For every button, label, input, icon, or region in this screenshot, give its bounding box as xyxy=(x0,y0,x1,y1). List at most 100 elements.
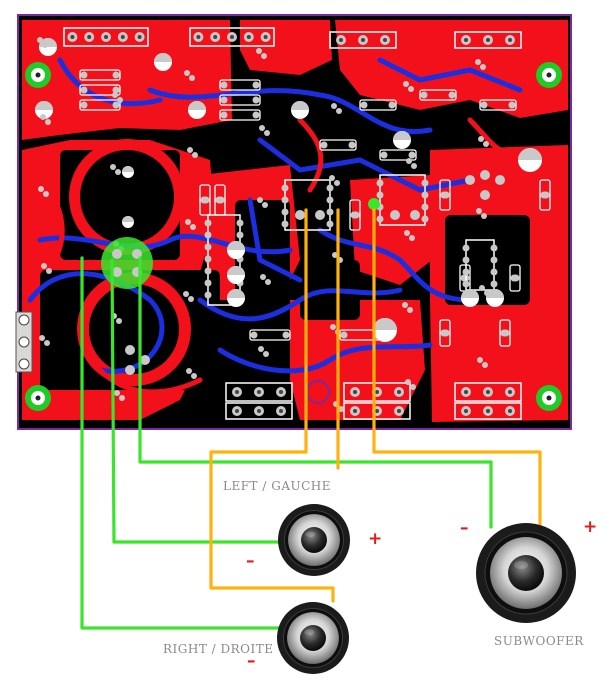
capacitor-shade xyxy=(227,241,245,250)
ic-pin xyxy=(462,268,470,276)
via xyxy=(40,114,46,120)
resistor-pad xyxy=(220,81,228,89)
ic-pin xyxy=(281,208,289,216)
bottom-trace xyxy=(197,287,403,322)
resistor xyxy=(509,264,521,292)
pad-hole xyxy=(70,35,75,39)
capacitor-shade xyxy=(393,131,411,140)
pad-hole xyxy=(196,35,201,39)
via xyxy=(334,180,340,186)
resistor xyxy=(219,79,261,91)
top-trace xyxy=(467,117,523,156)
via xyxy=(480,64,486,70)
resistor-pad xyxy=(220,111,228,119)
resistor xyxy=(539,179,551,211)
capacitor-shade xyxy=(291,101,309,110)
right-speaker-signal-wire xyxy=(209,208,335,603)
resistor-pad xyxy=(348,141,356,149)
speaker-highlight xyxy=(304,629,315,636)
capacitor-shade xyxy=(122,166,134,172)
driver-ic xyxy=(379,174,426,226)
power-terminal-block xyxy=(15,311,33,373)
via xyxy=(187,147,193,153)
speaker-highlight xyxy=(514,561,528,569)
via xyxy=(46,268,52,274)
via xyxy=(484,290,490,296)
resistor xyxy=(79,69,121,81)
transistor-pad xyxy=(125,345,135,355)
via xyxy=(184,70,190,76)
resistor-pad xyxy=(112,101,120,109)
ic-pin xyxy=(462,256,470,264)
ic-pin xyxy=(204,219,212,227)
pad-hole xyxy=(486,409,490,413)
ic-pin xyxy=(326,184,334,192)
pad-hole xyxy=(397,390,401,394)
via xyxy=(408,86,414,92)
resistor-pad xyxy=(80,71,88,79)
terminal-screw xyxy=(18,314,30,326)
bottom-trace xyxy=(147,87,433,135)
resistor-pad xyxy=(442,191,450,199)
pad-hole xyxy=(464,38,468,42)
via xyxy=(191,373,197,379)
subwoofer-signal-wire xyxy=(372,208,542,529)
resistor xyxy=(219,109,261,121)
ic-pin xyxy=(204,243,212,251)
resistor-pad xyxy=(380,151,388,159)
capacitor-shade xyxy=(154,53,172,62)
via xyxy=(263,351,269,357)
top-trace xyxy=(297,117,324,193)
via xyxy=(192,152,198,158)
pad-hole xyxy=(508,390,512,394)
resistor-pad xyxy=(220,96,228,104)
capacitor-shade xyxy=(227,266,245,275)
ic-pin xyxy=(204,231,212,239)
via xyxy=(41,263,47,269)
rectifier-pad xyxy=(112,267,122,277)
ic-pin xyxy=(490,256,498,264)
bottom-trace xyxy=(247,197,303,283)
resistor xyxy=(219,94,261,106)
transistor-pad xyxy=(465,175,475,185)
pcb-board xyxy=(15,14,572,430)
ic-pin xyxy=(376,179,384,187)
resistor-pad xyxy=(542,191,550,199)
copper-pour xyxy=(22,20,232,140)
transistor-pad xyxy=(315,210,325,220)
right-speaker-ground-wire xyxy=(80,256,284,630)
ic-pin xyxy=(204,255,212,263)
pad-hole xyxy=(375,409,379,413)
via xyxy=(476,208,482,214)
via xyxy=(478,136,484,142)
capacitor-shade xyxy=(518,148,542,160)
right-speaker-label: RIGHT / DROITE xyxy=(163,642,274,656)
via xyxy=(481,213,487,219)
ic-pin xyxy=(490,268,498,276)
via xyxy=(402,302,408,308)
resistor-pad xyxy=(112,71,120,79)
resistor-pad xyxy=(508,101,516,109)
resistor-pad xyxy=(282,331,290,339)
via xyxy=(264,130,270,136)
via xyxy=(116,318,122,324)
resistor-pad xyxy=(217,196,225,204)
ic-pin xyxy=(326,196,334,204)
resistor-pad xyxy=(202,196,210,204)
via xyxy=(262,202,268,208)
via xyxy=(259,125,265,131)
ic-pin xyxy=(204,291,212,299)
pcb-traces xyxy=(27,57,523,395)
pcb-components xyxy=(15,27,551,420)
subwoofer-speaker xyxy=(476,523,576,623)
via xyxy=(261,53,267,59)
connector-outline xyxy=(63,27,149,47)
top-trace xyxy=(37,177,65,263)
ic-pin xyxy=(236,219,244,227)
mounting-hole-pin xyxy=(35,395,41,401)
transistor-pad xyxy=(480,170,490,180)
bottom-trace xyxy=(37,233,293,255)
transistor-pad xyxy=(495,175,505,185)
via xyxy=(45,119,51,125)
via xyxy=(183,291,189,297)
